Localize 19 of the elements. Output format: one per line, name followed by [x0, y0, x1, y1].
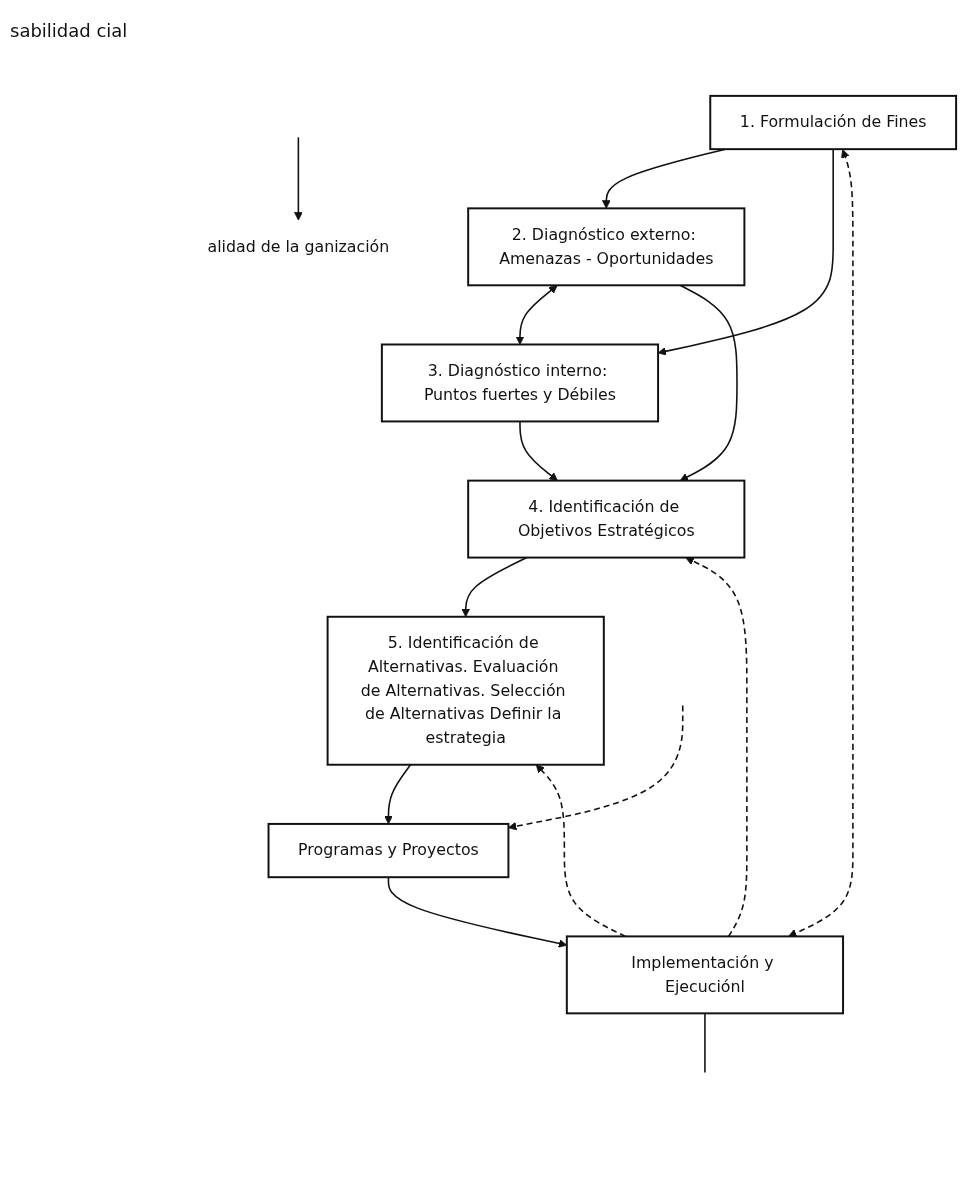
node-box: 1. Formulación de Fines: [709, 94, 958, 151]
arrow: [679, 284, 738, 481]
node-box: 5. Identificación de Alternativas. Evaluación de Alternativas. Selección de Alternativas Definir la estrategia: [326, 615, 605, 766]
node-box: 3. Diagnóstico interno: Puntos fuertes y Débiles: [380, 343, 660, 423]
arrow: [294, 136, 303, 221]
arrow: [461, 556, 528, 618]
arrow: [384, 763, 412, 825]
arrow: [788, 149, 854, 938]
side-label: sabilidad cial: [10, 20, 129, 41]
arrow: [515, 285, 558, 345]
arrow: [508, 704, 684, 831]
connector: [704, 1012, 706, 1074]
arrow: [519, 420, 558, 481]
node-box: Programas y Proyectos: [267, 822, 510, 879]
node-text: alidad de la ganización: [207, 236, 390, 256]
node-box: 2. Diagnóstico externo: Amenazas - Oportunidades: [467, 207, 746, 287]
node-box: 4. Identificación de Objetivos Estratégicos: [467, 479, 746, 559]
node-box: Implementación y Ejecuciónl: [565, 935, 845, 1015]
arrow: [685, 557, 748, 938]
